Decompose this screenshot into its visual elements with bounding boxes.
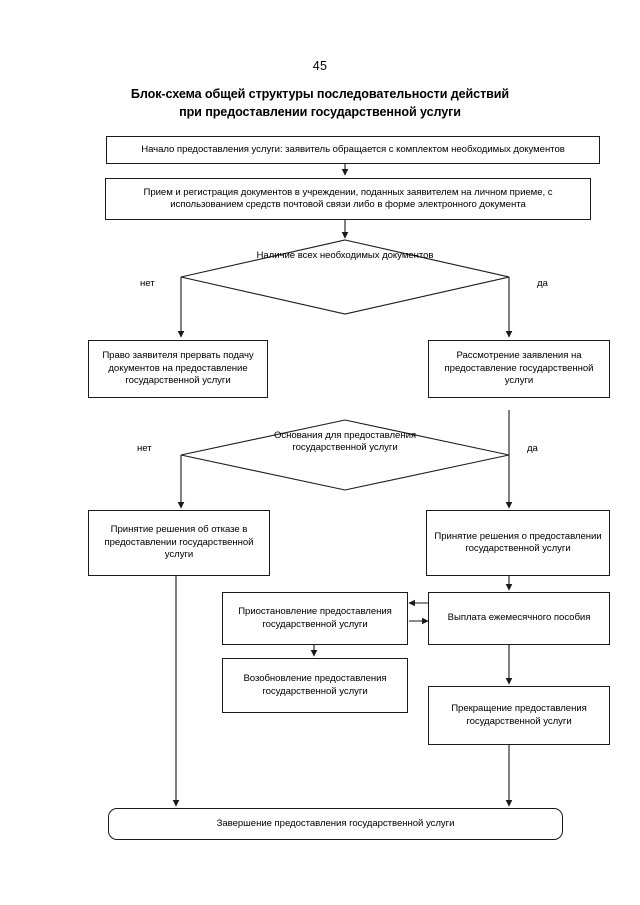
node-payment-label: Выплата ежемесячного пособия xyxy=(447,612,591,624)
page-title-line-2: при предоставлении государственной услуг… xyxy=(179,104,461,119)
branch-label-yes-2: да xyxy=(527,443,538,454)
node-interrupt: Право заявителя прервать подачу документ… xyxy=(88,340,268,398)
node-suspend-label: Приостановление предоставления государст… xyxy=(238,606,392,630)
node-refusal: Принятие решения об отказе в предоставле… xyxy=(88,510,270,576)
node-refusal-label: Принятие решения об отказе в предоставле… xyxy=(104,524,254,561)
node-terminate: Прекращение предоставления государственн… xyxy=(428,686,610,745)
node-suspend: Приостановление предоставления государст… xyxy=(222,592,408,645)
branch-label-yes-1: да xyxy=(537,278,548,289)
node-finish-label: Завершение предоставления государственно… xyxy=(216,817,455,829)
node-grant-label: Принятие решения о предоставлении госуда… xyxy=(434,530,602,554)
node-review-label: Рассмотрение заявления на предоставление… xyxy=(444,350,594,387)
node-grant: Принятие решения о предоставлении госуда… xyxy=(426,510,610,576)
node-payment: Выплата ежемесячного пособия xyxy=(428,592,610,645)
node-start-label: Начало предоставления услуги: заявитель … xyxy=(141,143,565,155)
node-resume: Возобновление предоставления государстве… xyxy=(222,658,408,713)
node-intake: Прием и регистрация документов в учрежде… xyxy=(105,178,591,220)
node-intake-label: Прием и регистрация документов в учрежде… xyxy=(143,186,553,210)
node-interrupt-label: Право заявителя прервать подачу документ… xyxy=(102,350,254,387)
node-review: Рассмотрение заявления на предоставление… xyxy=(428,340,610,398)
decision1-diamond xyxy=(180,239,510,315)
node-terminate-label: Прекращение предоставления государственн… xyxy=(451,703,587,727)
branch-label-no-2: нет xyxy=(137,443,152,454)
page-number: 45 xyxy=(312,59,328,73)
node-start: Начало предоставления услуги: заявитель … xyxy=(106,136,600,164)
node-resume-label: Возобновление предоставления государстве… xyxy=(243,673,387,697)
branch-label-no-1: нет xyxy=(140,278,155,289)
page-title: Блок-схема общей структуры последователь… xyxy=(70,86,570,121)
page-title-line-1: Блок-схема общей структуры последователь… xyxy=(130,87,510,101)
node-finish: Завершение предоставления государственно… xyxy=(108,808,563,840)
decision2-diamond xyxy=(180,419,510,491)
